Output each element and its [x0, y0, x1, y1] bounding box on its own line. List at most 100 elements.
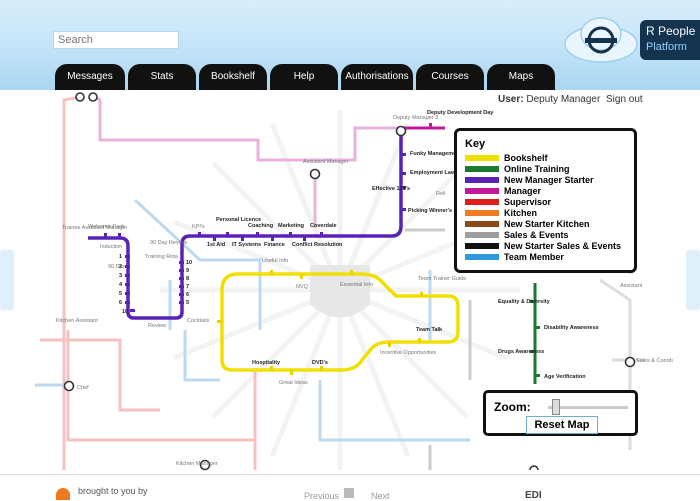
svg-text:Assistant Manager: Assistant Manager: [303, 159, 349, 165]
tab-help[interactable]: Help: [270, 64, 338, 90]
training-step-numbers: 1 2 3 4 5 6 10 10 9 8 7 6 5: [119, 254, 192, 315]
svg-text:Employment Law: Employment Law: [410, 170, 456, 176]
svg-text:6: 6: [119, 300, 122, 306]
svg-text:NVQ: NVQ: [296, 284, 309, 290]
svg-text:6: 6: [186, 292, 189, 298]
tab-maps[interactable]: Maps: [487, 64, 555, 90]
svg-text:Team Talk: Team Talk: [416, 327, 443, 333]
partner-logos: EDI: [525, 490, 542, 501]
svg-text:1: 1: [119, 254, 122, 260]
svg-text:Induction: Induction: [100, 244, 122, 250]
key-item: Manager: [465, 186, 541, 196]
tab-stats[interactable]: Stats: [128, 64, 196, 90]
online-training-ticks: [530, 300, 540, 377]
interchange-stations[interactable]: [63, 92, 636, 471]
key-item: New Starter Kitchen: [465, 219, 590, 229]
key-item: Kitchen: [465, 208, 537, 218]
svg-text:3: 3: [119, 273, 122, 279]
zoom-slider-track[interactable]: [548, 406, 628, 409]
page-indicator: [344, 488, 354, 498]
svg-text:Assistant: Assistant: [620, 283, 643, 289]
svg-text:Personal Licence: Personal Licence: [216, 217, 261, 223]
cloud-logo-icon: [564, 17, 638, 63]
svg-text:10: 10: [186, 260, 192, 266]
svg-text:Training Rota: Training Rota: [145, 254, 179, 260]
svg-text:10: 10: [122, 309, 128, 315]
zoom-panel: Zoom: Reset Map: [483, 390, 638, 436]
line-bookshelf[interactable]: [220, 272, 460, 372]
svg-text:Reli: Reli: [436, 191, 445, 197]
tab-messages[interactable]: Messages: [55, 64, 125, 90]
previous-link[interactable]: Previous: [304, 491, 340, 501]
svg-text:KPI's: KPI's: [192, 224, 205, 230]
svg-text:Welcome Pack: Welcome Pack: [88, 224, 125, 230]
sponsor-logo-icon: [56, 488, 70, 500]
svg-text:Coaching: Coaching: [248, 223, 273, 229]
svg-text:Cocktails: Cocktails: [187, 318, 210, 324]
svg-text:Disability Awareness: Disability Awareness: [544, 325, 599, 331]
svg-text:1st Aid: 1st Aid: [207, 242, 225, 248]
svg-text:Equality & Diversity: Equality & Diversity: [498, 299, 551, 305]
brand-name: R People: [646, 24, 696, 38]
zoom-slider-handle[interactable]: [551, 399, 560, 415]
svg-text:8: 8: [186, 276, 189, 282]
svg-text:Kitchen Manager: Kitchen Manager: [176, 461, 218, 467]
svg-text:Coverdale: Coverdale: [310, 223, 337, 229]
key-item: Team Member: [465, 252, 564, 262]
svg-text:Chef: Chef: [77, 385, 89, 391]
search-input[interactable]: [53, 31, 179, 49]
svg-text:2: 2: [119, 264, 122, 270]
user-info: User: Deputy Manager: [498, 94, 600, 105]
svg-text:9: 9: [186, 268, 189, 274]
key-item: Supervisor: [465, 197, 551, 207]
faded-lines: [35, 95, 645, 470]
next-link[interactable]: Next: [371, 491, 390, 501]
svg-text:Effective 121's: Effective 121's: [372, 186, 410, 192]
svg-text:5: 5: [186, 300, 189, 306]
svg-text:Essential Info: Essential Info: [340, 282, 373, 288]
svg-text:Great Ideas: Great Ideas: [279, 380, 308, 386]
station-ticks: [104, 153, 406, 312]
svg-text:Team Trainer Guide: Team Trainer Guide: [418, 276, 466, 282]
svg-text:Funky Management: Funky Management: [410, 151, 462, 157]
key-item: New Starter Sales & Events: [465, 241, 621, 251]
svg-text:5: 5: [119, 291, 122, 297]
svg-text:Finance: Finance: [264, 242, 285, 248]
svg-text:Review: Review: [148, 323, 166, 329]
svg-text:Conflict Resolution: Conflict Resolution: [292, 242, 343, 248]
brought-to-you-text: brought to you by: [78, 486, 148, 496]
station-labels: Deputy Manager 3 Deputy Development Day …: [56, 110, 673, 467]
tab-courses[interactable]: Courses: [416, 64, 484, 90]
brand-subtitle: Platform: [646, 41, 687, 53]
sign-out-link[interactable]: Sign out: [606, 94, 643, 105]
svg-text:4: 4: [119, 282, 123, 288]
map-canvas[interactable]: Deputy Manager 3 Deputy Development Day …: [0, 90, 700, 474]
reset-map-button[interactable]: Reset Map: [526, 416, 598, 434]
key-item: Bookshelf: [465, 153, 548, 163]
svg-text:Age Verification: Age Verification: [544, 374, 586, 380]
svg-text:Incentive Opportunities: Incentive Opportunities: [380, 350, 437, 356]
key-item: New Manager Starter: [465, 175, 594, 185]
user-name: Deputy Manager: [526, 94, 601, 105]
svg-text:Useful Info: Useful Info: [262, 258, 288, 264]
tab-authorisations[interactable]: Authorisations: [341, 64, 413, 90]
pan-left-arrow[interactable]: [0, 250, 14, 310]
brand-badge: R People Platform: [640, 20, 700, 60]
map-key: Key Bookshelf Online Training New Manage…: [454, 128, 637, 273]
svg-text:Deputy Development Day: Deputy Development Day: [427, 110, 494, 116]
svg-text:90 Day: 90 Day: [108, 264, 126, 270]
pan-right-arrow[interactable]: [686, 250, 700, 310]
svg-text:Hospitality: Hospitality: [252, 360, 281, 366]
line-new-manager-starter[interactable]: [88, 136, 403, 320]
svg-text:Picking Winner's: Picking Winner's: [408, 208, 452, 214]
key-title: Key: [465, 138, 486, 150]
user-label: User:: [498, 94, 524, 105]
svg-text:90 Day Review: 90 Day Review: [150, 240, 187, 246]
tab-bookshelf[interactable]: Bookshelf: [199, 64, 267, 90]
svg-text:Drugs Awareness: Drugs Awareness: [498, 349, 544, 355]
svg-text:IT Systems: IT Systems: [232, 242, 261, 248]
svg-text:Kitchen Assistant: Kitchen Assistant: [56, 318, 98, 324]
key-item: Online Training: [465, 164, 570, 174]
watermark-sunburst: [160, 110, 520, 470]
svg-text:Marketing: Marketing: [278, 223, 304, 229]
